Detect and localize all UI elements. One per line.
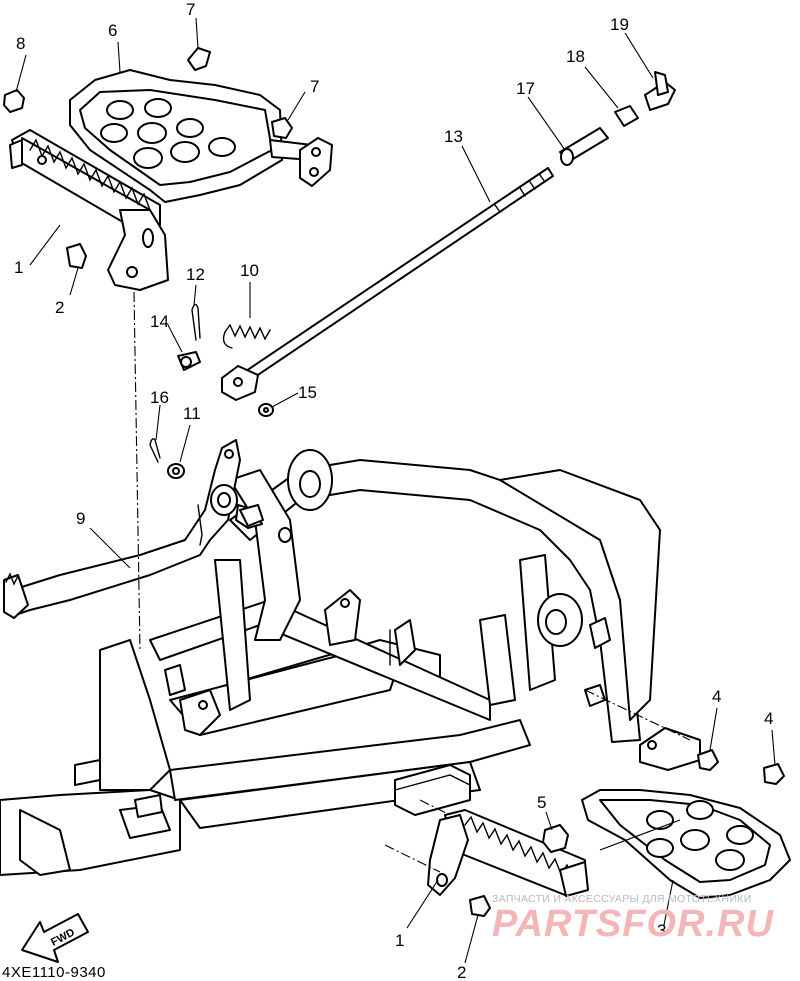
callout-18: 18 — [566, 47, 585, 66]
callout-19: 19 — [610, 15, 629, 34]
callout-1-upper: 1 — [14, 258, 23, 277]
callout-3: 3 — [657, 921, 666, 940]
callout-15: 15 — [298, 383, 317, 402]
footrest-1-lower — [427, 749, 785, 917]
brake-rod-13 — [221, 167, 554, 401]
watermark: ЗАПЧАСТИ И АКСЕССУАРЫ ДЛЯ МОТОТЕХНИКИ PA… — [492, 893, 774, 945]
callout-4-right: 4 — [764, 709, 773, 728]
callout-16: 16 — [150, 388, 169, 407]
callouts: 1 2 6 7 8 7 12 10 14 15 16 11 9 13 17 18… — [14, 0, 773, 981]
callout-6: 6 — [108, 21, 117, 40]
plate-holes-lower — [646, 800, 754, 871]
callout-8: 8 — [16, 34, 25, 53]
callout-5: 5 — [537, 793, 546, 812]
callout-11: 11 — [183, 404, 201, 423]
callout-17: 17 — [516, 79, 535, 98]
plate-holes — [100, 98, 236, 169]
watermark-tagline: ЗАПЧАСТИ И АКСЕССУАРЫ ДЛЯ МОТОТЕХНИКИ — [492, 893, 752, 905]
frame — [0, 449, 661, 876]
callout-13: 13 — [444, 127, 463, 146]
callout-2-upper: 2 — [55, 298, 64, 317]
small-parts — [3, 47, 676, 527]
callout-14: 14 — [150, 312, 169, 331]
callout-9: 9 — [76, 509, 85, 528]
callout-2-lower: 2 — [457, 963, 466, 981]
watermark-brand: PARTSFOR.RU — [492, 903, 774, 945]
forward-direction-arrow: FWD — [21, 913, 89, 963]
footrest-1-upper — [9, 129, 169, 291]
callout-7-right: 7 — [310, 77, 319, 96]
callout-4-left: 4 — [712, 687, 721, 706]
drawing-code: 4XE1110-9340 — [2, 964, 106, 981]
callout-12: 12 — [186, 265, 205, 284]
callout-7-upper: 7 — [186, 0, 195, 19]
footrest-plate-6 — [69, 69, 333, 203]
callout-1-lower: 1 — [395, 931, 404, 950]
leader-lines — [15, 17, 776, 964]
footrest-plate-3 — [581, 727, 791, 899]
callout-10: 10 — [240, 261, 259, 280]
